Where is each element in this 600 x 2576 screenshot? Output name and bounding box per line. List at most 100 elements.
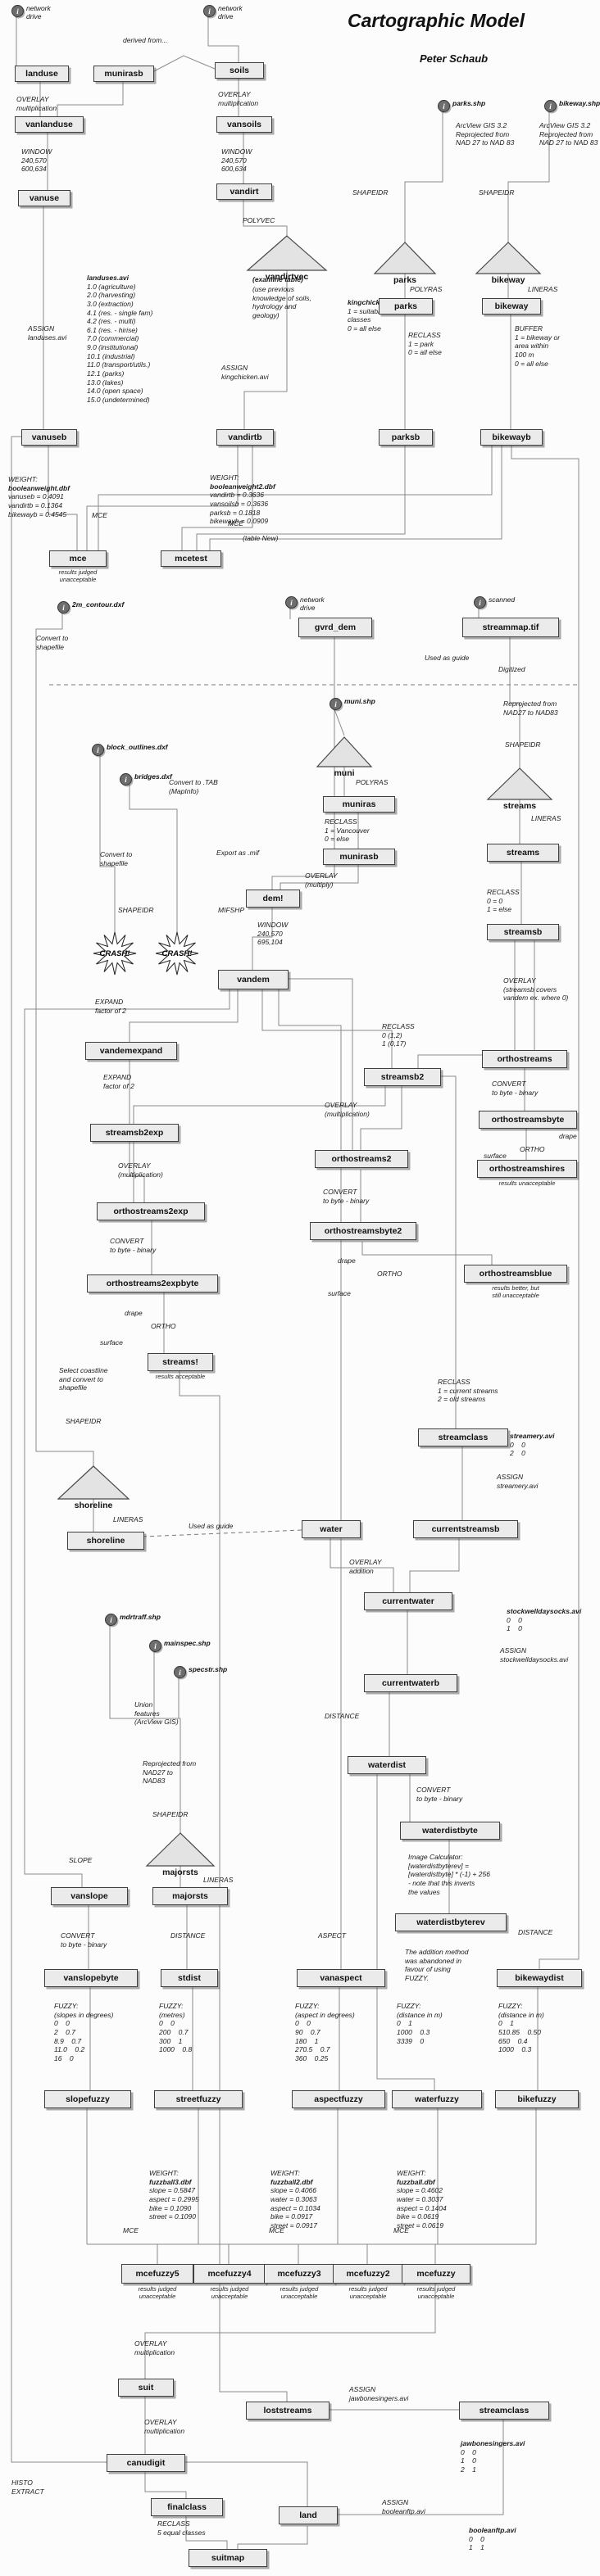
annotation-88-line: MCE	[123, 2226, 139, 2234]
connector-line	[152, 55, 216, 73]
annotation-77-line: SLOPE	[69, 1856, 93, 1864]
annotation-1-line: OVERLAY	[218, 90, 251, 98]
annotation-34: Convert to .TAB(MapInfo)	[169, 778, 218, 795]
annotation-97-line: HISTO	[11, 2479, 33, 2487]
annotation-87-line: aspect = 0.2995	[149, 2194, 199, 2203]
annotation-3-line: 240,570	[21, 156, 47, 165]
annotation-14-line: SHAPEIDR	[352, 188, 389, 197]
annotation-56-line: drape	[338, 1256, 356, 1265]
annotation-89-line: water = 0.3063	[270, 2194, 317, 2203]
connector-line	[185, 2515, 228, 2549]
specstr-shp-label-line: specstr.shp	[189, 1665, 228, 1673]
network-drive-3-label-line: drive	[300, 603, 316, 612]
connector-line	[409, 1537, 460, 1592]
annotation-67-line: 0 0	[507, 1615, 522, 1624]
crash-burst	[93, 931, 137, 976]
annotation-91-line: WEIGHT:	[397, 2169, 426, 2177]
annotation-26: Used as guide	[425, 654, 469, 663]
annotation-57-line: ORTHO	[377, 1270, 402, 1278]
annotation-94-line: ASSIGN	[349, 2385, 376, 2393]
annotation-84-line: FUZZY:	[397, 2002, 421, 2010]
connector-line	[280, 863, 359, 890]
node-vandirtb: vandirtb	[216, 429, 274, 446]
mdrtraff-shp-label: mdrtraff.shp	[120, 1613, 161, 1622]
shoreline-triangle-label: shoreline	[74, 1501, 113, 1510]
crash-burst	[155, 931, 199, 976]
info-dot: i	[92, 744, 104, 756]
node-parksb: parksb	[379, 429, 433, 446]
annotation-32-line: LINERAS	[531, 814, 561, 822]
annotation-42-line: (streamsb covers	[503, 985, 557, 994]
annotation-74-line: Reprojected from	[143, 1759, 197, 1768]
annotation-20-line: WEIGHT:	[8, 475, 38, 483]
node-muniras: muniras	[323, 796, 395, 813]
connector-line	[129, 1058, 145, 1202]
annotation-5-line: 10.1 (industrial)	[87, 351, 135, 360]
annotation-9-line: knowledge of soils,	[252, 293, 311, 302]
annotation-45: drape	[559, 1132, 577, 1141]
crash-label: CRASH!	[100, 949, 130, 958]
waterfuzzy-label: waterfuzzy	[415, 2094, 459, 2104]
node-streamsb2exp: streamsb2exp	[90, 1124, 179, 1142]
annotation-100-line: 0 0	[469, 2534, 484, 2543]
annotation-84-line: 1000 0.3	[397, 2027, 430, 2036]
annotation-87-line: WEIGHT:	[149, 2169, 179, 2177]
orthostreamsblue-note: results better, but still unacceptable	[492, 1284, 539, 1299]
shoreline-triangle	[57, 1465, 130, 1500]
water-label: water	[320, 1524, 343, 1534]
connector-line	[330, 1537, 394, 1592]
annotation-5-line: 4.2 (res. - multi)	[87, 317, 136, 326]
annotation-54: ORTHO	[151, 1322, 176, 1331]
finalclass-label: finalclass	[167, 2502, 207, 2512]
annotation-98-line: RECLASS	[157, 2519, 190, 2528]
annotation-19-line: 1 = bikeway or	[515, 333, 561, 342]
annotation-72-line: FUZZY.	[405, 1973, 429, 1982]
annotation-87-line: street = 0.1090	[149, 2212, 196, 2221]
munirasb-top-label: munirasb	[104, 69, 143, 79]
node-majorsts-box: majorsts	[152, 1887, 228, 1905]
annotation-20-line: booleanweight.dbf	[8, 483, 70, 492]
node-vandem: vandem	[218, 970, 289, 989]
info-dot: i	[330, 698, 342, 710]
annotation-36-line: Export as .mif	[216, 849, 259, 857]
mcefuzzy5-note: results judged unacceptable	[138, 2285, 177, 2300]
annotation-27: Digitized	[498, 665, 525, 674]
scanned-label-line: scanned	[489, 595, 516, 604]
annotation-38-line: MIFSHP	[218, 906, 245, 914]
annotation-83-line: (aspect in degrees)	[295, 2010, 355, 2019]
info-dot: i	[474, 596, 486, 609]
annotation-9-line: (use previous	[252, 285, 295, 293]
annotation-83-line: 360 0.25	[295, 2053, 329, 2062]
page-title: Cartographic Model	[348, 10, 525, 31]
annotation-73-line: features	[134, 1709, 160, 1718]
mcefuzzy-note: results judged unacceptable	[416, 2285, 456, 2300]
annotation-29-line: RECLASS	[325, 817, 357, 826]
bridges-dxf-label-line: bridges.dxf	[134, 772, 172, 781]
annotation-21-line: MCE	[92, 511, 107, 519]
node-waterdistbyterev: waterdistbyterev	[395, 1913, 507, 1931]
info-dot: i	[285, 596, 298, 609]
vanuseb-label: vanuseb	[31, 432, 67, 442]
node-water: water	[302, 1520, 361, 1538]
annotation-52-line: CONVERT	[323, 1188, 357, 1196]
node-vanuse: vanuse	[18, 190, 70, 206]
annotation-61-line: streamery.avi	[497, 1481, 539, 1490]
landuse-label: landuse	[25, 69, 58, 79]
node-waterdistbyte: waterdistbyte	[400, 1822, 500, 1840]
annotation-24: (table New)	[243, 534, 278, 543]
muni-shp-label-line: muni.shp	[344, 697, 375, 705]
annotation-19-line: 100 m	[515, 350, 534, 359]
node-bikeway: bikeway	[482, 298, 541, 315]
